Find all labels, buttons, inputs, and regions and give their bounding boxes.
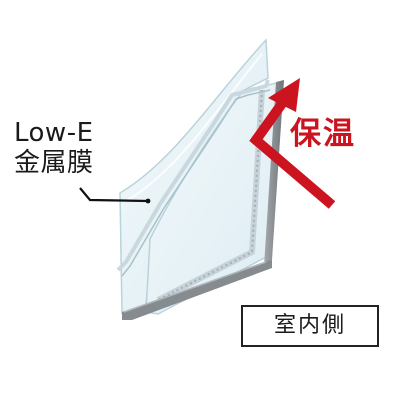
indoor-side-label: 室内側: [273, 313, 346, 338]
lowe-leader-line: [79, 187, 149, 203]
frame-right: [264, 80, 284, 266]
warm-label: 保温: [290, 116, 356, 152]
glass-edge-inner-line: [121, 89, 271, 277]
lowe-label-line1: Low-E: [14, 118, 94, 148]
lowe-label-line2: 金属膜: [14, 148, 94, 178]
indoor-side-box: 室内側: [241, 305, 379, 347]
lowe-leader-dot: [145, 198, 151, 204]
outer-glass-highlight: [127, 53, 263, 201]
heat-reflect-arrowhead-icon: [268, 78, 300, 112]
frame-bottom-top-edge: [123, 261, 267, 313]
frame-bottom: [122, 260, 272, 320]
lowe-coating-label: Low-E 金属膜: [14, 118, 94, 178]
glass-edge-frame: [116, 79, 270, 272]
heat-reflect-arrow-icon: [249, 95, 336, 209]
